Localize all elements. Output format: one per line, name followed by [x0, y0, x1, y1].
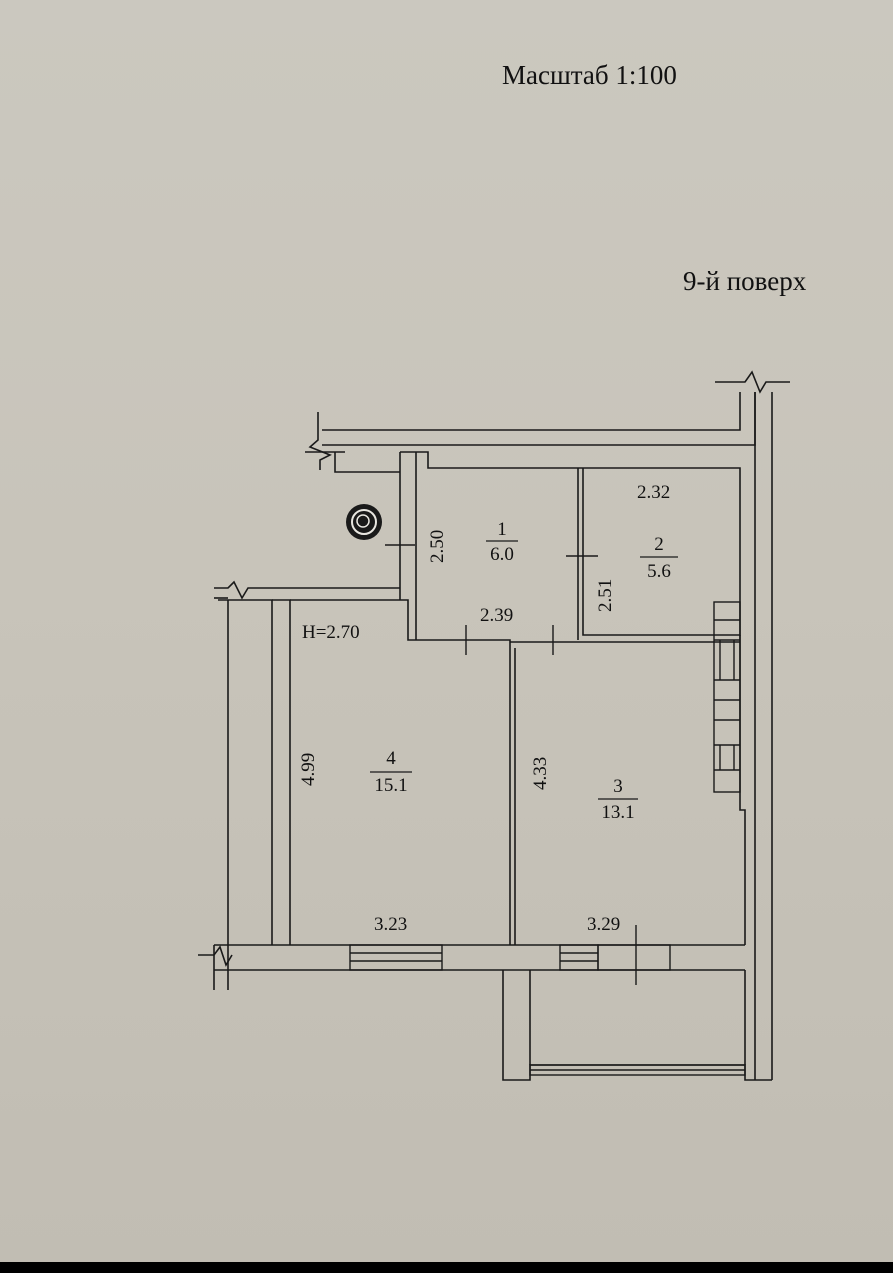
window-balcony	[559, 944, 599, 971]
scribble-mark	[346, 504, 382, 540]
fraction-bars	[370, 540, 678, 800]
room-4-area: 15.1	[374, 775, 407, 796]
bottom-edge	[0, 1262, 893, 1273]
dim-room2-height: 2.51	[595, 579, 616, 612]
dim-room3-height: 4.33	[530, 757, 551, 790]
dimension-ticks	[385, 544, 637, 985]
dim-room2-width: 2.32	[637, 482, 670, 503]
dim-room3-width: 3.29	[587, 914, 620, 935]
room-1-number: 1	[497, 519, 507, 540]
room-2-number: 2	[654, 534, 664, 555]
room-3-number: 3	[613, 776, 623, 797]
room-1-area: 6.0	[490, 544, 514, 565]
room-3-area: 13.1	[601, 802, 634, 823]
balcony-door	[597, 944, 671, 971]
windows	[349, 601, 746, 1076]
dim-room4-height: 4.99	[298, 753, 319, 786]
room-4-number: 4	[386, 748, 396, 769]
ceiling-height: H=2.70	[302, 622, 360, 643]
dim-room1-width: 2.39	[480, 605, 513, 626]
wall-lines	[198, 370, 790, 1081]
room-2-area: 5.6	[647, 561, 671, 582]
window-living	[349, 944, 443, 971]
dim-room4-width: 3.23	[374, 914, 407, 935]
dim-room1-height: 2.50	[427, 530, 448, 563]
kitchen-window	[713, 601, 741, 793]
scale-label: Масштаб 1:100	[502, 60, 677, 90]
floor-label: 9-й поверх	[683, 266, 807, 296]
